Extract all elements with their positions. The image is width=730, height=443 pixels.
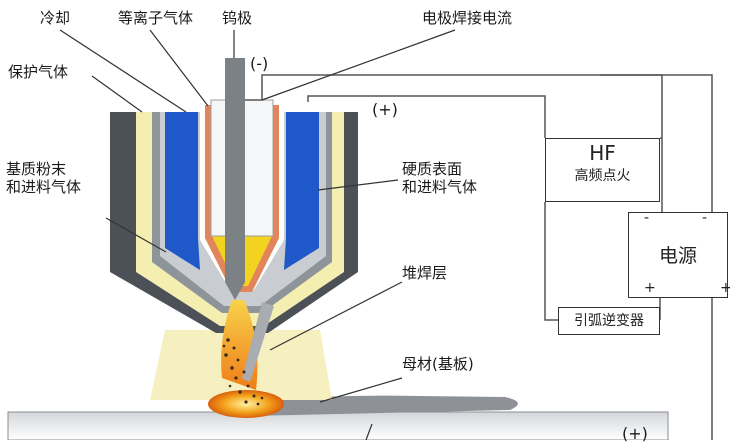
label-hard-surface: 硬质表面 和进料气体 — [402, 160, 478, 196]
label-weld-layer: 堆焊层 — [402, 264, 448, 282]
terminal-minus-right: - — [702, 210, 708, 226]
label-electrode-current: 电极焊接电流 — [422, 9, 513, 27]
label-shield-gas: 保护气体 — [8, 63, 69, 81]
weld-bead — [240, 395, 518, 416]
powder-channel — [160, 112, 326, 306]
powder-particles — [222, 338, 264, 406]
label-base-powder: 基质粉末 和进料气体 — [6, 160, 82, 196]
sign-negative: (-) — [250, 54, 269, 73]
circuit-wires — [245, 74, 713, 440]
terminal-minus-left: - — [644, 210, 650, 226]
hf-ignition-box: HF 高频点火 — [545, 138, 660, 202]
tungsten-electrode — [225, 58, 245, 300]
arc-inverter-box: 引弧逆变器 — [558, 307, 660, 335]
label-cooling: 冷却 — [40, 9, 71, 27]
sign-positive-bottom: (+) — [622, 424, 648, 443]
outer-nozzle — [110, 112, 358, 333]
label-plasma-gas: 等离子气体 — [118, 9, 194, 27]
terminal-plus-right: + — [720, 280, 730, 296]
power-supply-box: 电源 — [628, 212, 728, 298]
hf-subtitle: 高频点火 — [574, 168, 631, 184]
coolant-left — [165, 112, 200, 270]
powder-stream — [242, 302, 274, 382]
molten-pool — [208, 390, 284, 418]
coolant-right — [284, 112, 319, 270]
leader-lines — [59, 29, 456, 440]
sign-positive: (+) — [372, 100, 398, 119]
hf-title: HF — [589, 141, 616, 165]
power-supply-label: 电源 — [658, 245, 697, 267]
terminal-plus-left: + — [644, 280, 656, 296]
arc-inverter-label: 引弧逆变器 — [574, 313, 644, 329]
workpiece — [7, 411, 669, 440]
label-base-metal: 母材(基板) — [402, 355, 474, 373]
label-tungsten-electrode: 钨极 — [222, 9, 253, 27]
